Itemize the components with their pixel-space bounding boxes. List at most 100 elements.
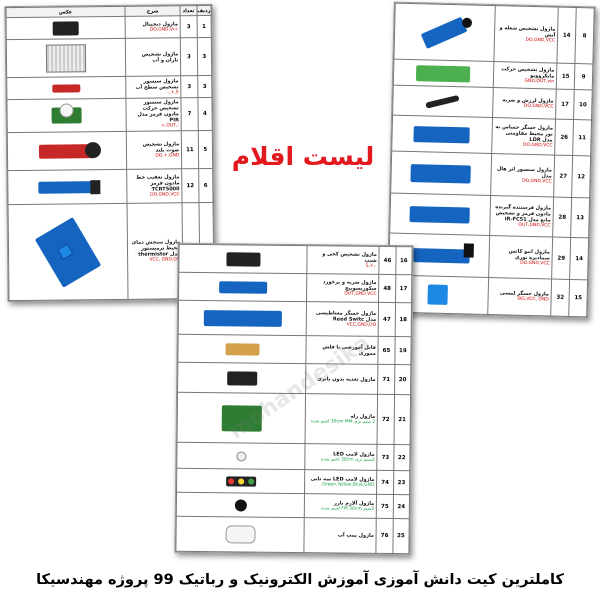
module-image [177,334,307,364]
module-image [392,85,493,118]
item-desc: ماژول تشخیص باران و آب [125,37,181,77]
item-qty: 74 [376,470,394,495]
line-tracker-image [38,179,101,194]
bottom-banner: کاملترین کیت دانش آموزی آموزش الکترونیک … [36,572,564,588]
item-row: 4 [197,97,213,131]
item-row: 20 [394,364,411,395]
item-qty: 72 [377,394,395,445]
item-qty: 3 [180,75,198,98]
module-image [178,244,308,274]
item-row: 19 [394,336,412,365]
parts-sheet-center: ماژول تشخیص کجی و شیب-,+,S 46 16 ماژول ض… [174,242,414,556]
flame-sensor-image [420,15,474,49]
item-row: 3 [197,75,212,98]
page-title: لیست اقلام [231,142,375,171]
item-row: 9 [574,63,593,90]
photo-interrupter-image [407,242,475,264]
item-desc: ماژول پمپ آب [304,517,377,554]
traffic-led-image [225,475,256,487]
module-image [176,442,306,470]
item-qty: 17 [555,89,575,120]
item-row: 24 [392,494,410,519]
item-qty: 3 [180,15,197,38]
item-qty: 32 [550,279,570,317]
ldr-sensor-image [413,125,471,143]
item-qty: 27 [553,155,573,198]
item-qty: 73 [377,444,394,471]
item-row: 8 [574,7,595,64]
item-qty: 11 [181,130,199,169]
header-row: ردیف [196,5,212,16]
item-qty: 14 [557,7,577,64]
led-module-image [235,450,247,461]
item-row: 23 [393,470,410,495]
module-image [393,59,494,88]
module-image [6,16,126,40]
knock-sensor-image [218,280,267,294]
item-qty: 28 [552,197,572,238]
rain-sensor-image [45,43,87,73]
item-row: 13 [570,197,590,238]
module-image [391,115,493,154]
module-image [390,151,492,196]
item-qty: 3 [180,37,198,76]
table-row: ماژول پمپ آب 76 25 [175,516,410,554]
digital-module-image [52,20,79,36]
item-row: 10 [573,89,593,120]
item-row: 3 [196,37,212,76]
item-row: 12 [571,155,591,198]
item-qty: 71 [377,364,395,395]
item-row: 21 [393,394,411,445]
module-image [176,468,305,494]
item-row: 6 [198,168,214,203]
item-row: 18 [394,302,412,337]
pir-sensor-image [51,103,82,124]
table-row: ماژول سنسور تشخیص حرکت مادون قرمز مدل PI… [6,97,213,133]
item-qty: 12 [181,168,199,203]
item-qty: 7 [181,97,198,131]
module-image [176,492,305,518]
vibration-sensor-image [425,94,460,109]
ir-obstacle-sensor-image [409,205,471,223]
item-desc: ماژول فرستنده گیرنده مادون قرمز و تشخیص … [489,195,554,238]
module-image [393,3,495,62]
item-row: 14 [569,237,589,280]
item-qty: 26 [554,119,574,156]
reed-switch-sensor-image [203,309,282,327]
item-row: 5 [197,130,213,169]
item-row: 17 [395,274,412,303]
sound-sensor-image [38,141,102,159]
tilt-sensor-image [225,251,261,267]
module-image [6,98,127,133]
header-desc: شرح [124,5,181,17]
module-image [6,76,126,100]
table-row: ماژول حسگر حساس به نور محیط مقاومتی مدل … [391,115,592,156]
module-image [8,203,128,301]
item-qty: 15 [556,63,575,90]
table-row: ماژول تشخیص باران و آب 3 3 [6,37,212,78]
table-row: ماژول فرستنده گیرنده مادون قرمز و تشخیص … [389,193,590,238]
table-row: ماژول تشخیص کجی و شیب-,+,S 46 16 [178,244,413,275]
microwave-sensor-image [416,64,471,82]
item-row: 25 [392,518,410,554]
module-image [7,169,127,205]
